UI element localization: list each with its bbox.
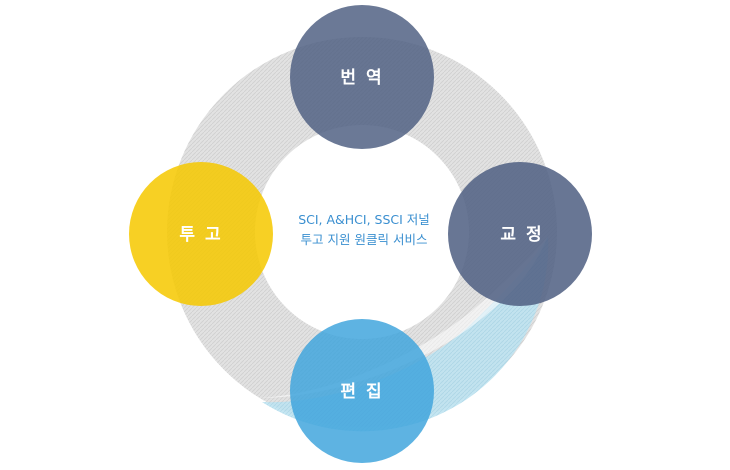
node-editing-circle xyxy=(290,319,434,463)
node-editing[interactable]: 편 집 xyxy=(290,319,434,463)
node-translation-label: 번 역 xyxy=(340,68,383,88)
node-editing-label: 편 집 xyxy=(340,382,383,402)
center-text-line2: 투고 지원 원클릭 서비스 xyxy=(301,232,428,247)
node-proofreading-circle xyxy=(448,162,592,306)
node-proofreading-label: 교 정 xyxy=(500,225,543,245)
node-submission-circle xyxy=(129,162,273,306)
ring-highlight-swoosh xyxy=(262,236,549,432)
node-proofreading[interactable]: 교 정 xyxy=(448,162,592,306)
node-submission[interactable]: 투 고 xyxy=(129,162,273,306)
node-submission-label: 투 고 xyxy=(179,225,222,245)
node-translation[interactable]: 번 역 xyxy=(290,5,434,149)
center-text-line1: SCI, A&HCI, SSCI 저널 xyxy=(298,212,430,227)
node-translation-circle xyxy=(290,5,434,149)
